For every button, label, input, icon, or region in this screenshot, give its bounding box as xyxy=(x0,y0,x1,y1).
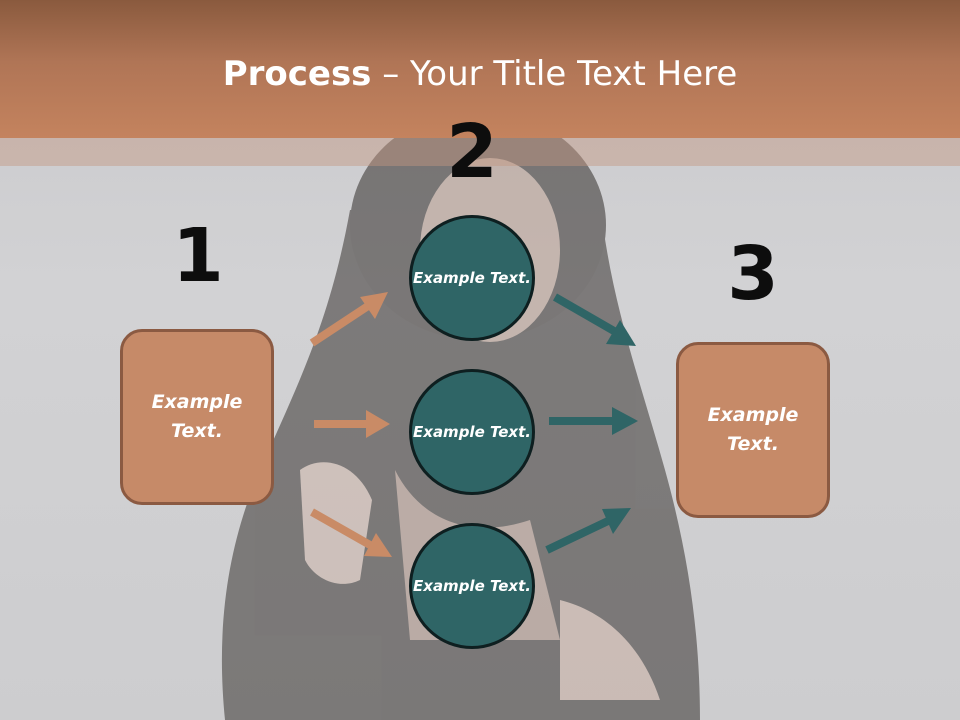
orange-arrow-up-right xyxy=(309,292,388,347)
orange-arrow-down-right xyxy=(310,508,392,557)
left-box-text: Example Text. xyxy=(151,391,243,442)
header-band xyxy=(0,0,960,138)
title-rest: – Your Title Text Here xyxy=(371,54,738,94)
circle-top-text: Example Text. xyxy=(413,268,531,287)
right-box-text: Example Text. xyxy=(707,404,799,455)
process-circle-bottom: Example Text. xyxy=(409,523,535,649)
step-number-3: 3 xyxy=(727,231,779,317)
left-text-box: Example Text. xyxy=(120,329,274,505)
circle-middle-text: Example Text. xyxy=(413,422,531,441)
slide-title: Process – Your Title Text Here xyxy=(0,52,960,96)
teal-arrow-right xyxy=(549,407,638,435)
title-bold: Process xyxy=(222,54,372,94)
process-circle-top: Example Text. xyxy=(409,215,535,341)
teal-arrow-up-right xyxy=(545,508,631,554)
process-circle-middle: Example Text. xyxy=(409,369,535,495)
step-number-2: 2 xyxy=(446,109,498,195)
right-text-box: Example Text. xyxy=(676,342,830,518)
header-strip xyxy=(0,138,960,166)
orange-arrow-right xyxy=(314,410,390,438)
step-number-1: 1 xyxy=(172,213,224,299)
circle-bottom-text: Example Text. xyxy=(413,576,531,595)
teal-arrow-down-right xyxy=(553,293,636,346)
